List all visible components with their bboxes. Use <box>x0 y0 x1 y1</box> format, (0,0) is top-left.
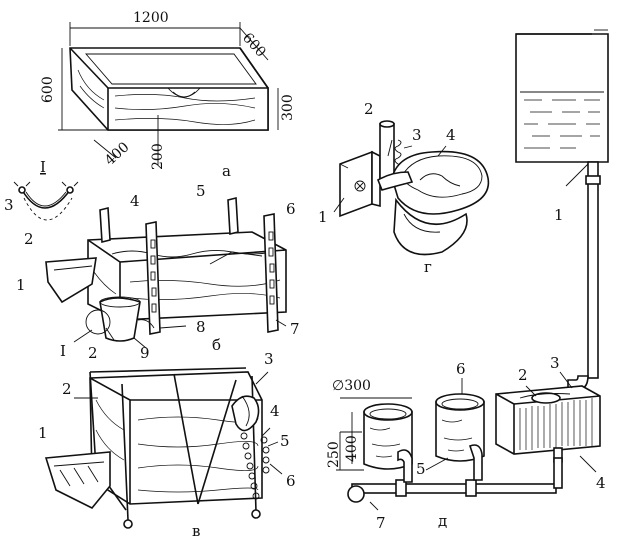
detail-i-marker: I <box>60 342 66 360</box>
panel-letter-b: б <box>212 336 221 354</box>
label-d-3: 3 <box>550 354 560 372</box>
label-d-7: 7 <box>376 514 386 532</box>
panel-d-water-system: ∅300 250 400 д <box>326 29 609 530</box>
label-b-6: 6 <box>286 200 296 218</box>
panel-g-automatic-bowl: г <box>333 120 490 276</box>
label-v-4: 4 <box>270 402 280 420</box>
label-b-5: 5 <box>196 182 206 200</box>
dim-a-height-right: 300 <box>280 94 296 121</box>
dim-d-height-inner: 400 <box>344 435 360 462</box>
label-b-7: 7 <box>290 320 300 338</box>
label-b-1: 1 <box>16 276 26 294</box>
panel-letter-g: г <box>424 258 432 276</box>
label-d-5: 5 <box>416 460 426 478</box>
dim-d-height-outer: 250 <box>326 441 342 468</box>
label-g-3: 3 <box>412 126 422 144</box>
label-v-3: 3 <box>264 350 274 368</box>
label-g-1: 1 <box>318 208 328 226</box>
dim-a-length: 1200 <box>133 10 169 26</box>
panel-b-trough-stand: б I <box>45 196 287 360</box>
label-b-9: 9 <box>140 344 150 362</box>
dim-a-height-left: 600 <box>40 76 56 103</box>
detail-i-title: I <box>40 158 46 176</box>
panel-v-frame-trough: в <box>44 367 283 540</box>
label-g-4: 4 <box>446 126 456 144</box>
label-d-4: 4 <box>596 474 606 492</box>
label-b-2: 2 <box>88 344 98 362</box>
label-b-4: 4 <box>130 192 140 210</box>
label-v-5: 5 <box>280 432 290 450</box>
label-v-1: 1 <box>38 424 48 442</box>
panel-letter-d: д <box>438 512 447 530</box>
dim-d-diameter: ∅300 <box>332 378 371 394</box>
label-v-6: 6 <box>286 472 296 490</box>
dim-a-depth: 400 <box>102 139 133 169</box>
panel-letter-v: в <box>192 522 200 540</box>
label-d-2: 2 <box>518 366 528 384</box>
dim-a-inner: 200 <box>150 143 166 170</box>
label-v-2: 2 <box>62 380 72 398</box>
label-d-6: 6 <box>456 360 466 378</box>
label-i-3: 3 <box>4 196 14 214</box>
label-g-2: 2 <box>364 100 374 118</box>
callout-labels: 3 2 4 5 6 1 8 7 2 9 2 3 1 4 5 6 2 3 4 1 … <box>4 100 606 532</box>
label-i-2: 2 <box>24 230 34 248</box>
panel-letter-a: а <box>222 162 231 180</box>
label-d-1: 1 <box>554 206 564 224</box>
panel-a-trough: 1200 600 600 300 400 200 а <box>40 10 296 180</box>
detail-i-handle: I <box>13 158 79 221</box>
label-b-8: 8 <box>196 318 206 336</box>
